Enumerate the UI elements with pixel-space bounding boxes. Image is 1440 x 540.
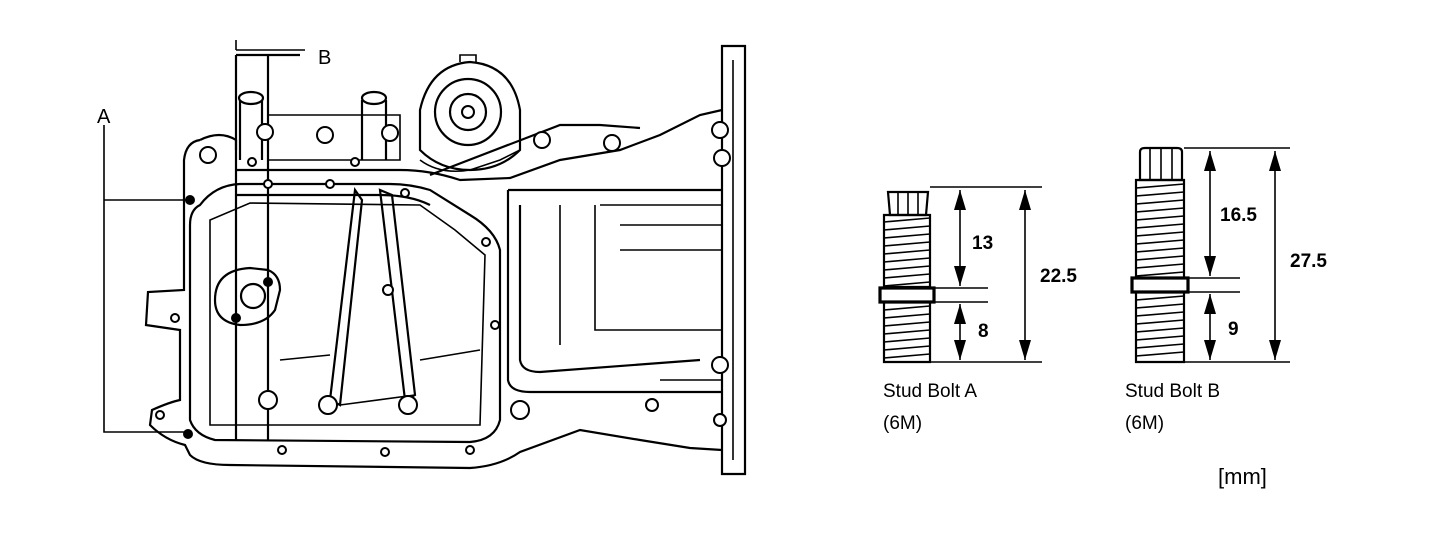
pan-flange	[188, 182, 502, 444]
stud-b-bottom-length: 9	[1228, 319, 1239, 340]
callout-leaders	[103, 40, 305, 433]
stud-a-bottom-length: 8	[978, 321, 989, 342]
stud-a-size: (6M)	[883, 413, 922, 434]
unit-label: [mm]	[1218, 464, 1267, 489]
stud-b-name: Stud Bolt B	[1125, 381, 1220, 402]
stud-b-total-length: 27.5	[1290, 251, 1327, 272]
stud-bolt-a: 13 8 22.5 Stud Bolt A (6M)	[878, 186, 1077, 434]
pump-housing	[418, 54, 522, 172]
outer-casing	[144, 53, 723, 470]
stud-b-size: (6M)	[1125, 413, 1164, 434]
stud-a-top-length: 13	[972, 233, 993, 254]
right-inner-frame	[506, 188, 722, 394]
left-port	[213, 266, 282, 327]
stud-a-total-length: 22.5	[1040, 266, 1077, 287]
oil-pan-drawing: A B	[97, 40, 747, 476]
stud-b-top-length: 16.5	[1220, 205, 1257, 226]
callout-b-label: B	[318, 47, 331, 69]
center-baffle	[279, 187, 481, 407]
stud-bolt-b: 16.5 9 27.5 Stud Bolt B (6M)	[1125, 146, 1327, 434]
right-flange	[720, 44, 747, 476]
callout-a-label: A	[97, 106, 111, 128]
bolt-holes	[155, 121, 731, 457]
stud-a-name: Stud Bolt A	[883, 381, 977, 402]
